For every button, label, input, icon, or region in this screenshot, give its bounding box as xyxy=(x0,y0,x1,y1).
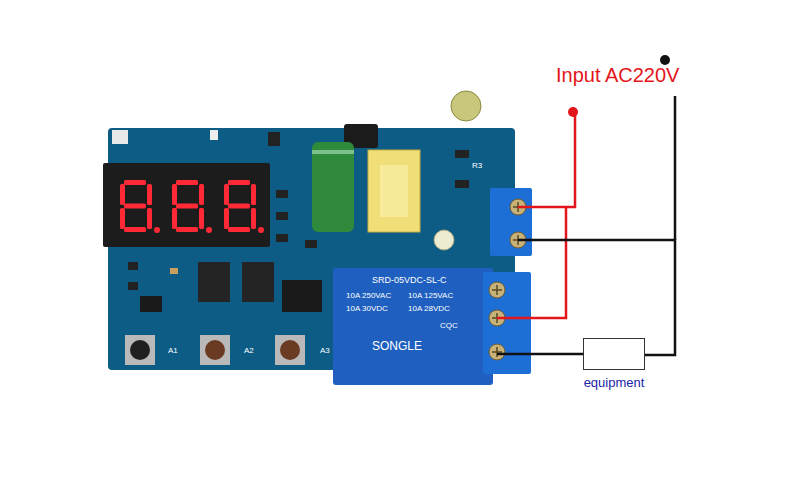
relay-rating: 10A 28VDC xyxy=(408,305,450,314)
seven-segment-display xyxy=(154,227,160,233)
seven-segment-display xyxy=(199,208,204,229)
seven-segment-display xyxy=(251,208,256,229)
power-components xyxy=(312,150,354,154)
equipment-label: equipment xyxy=(584,376,645,390)
seven-segment-display xyxy=(228,204,250,209)
component-ref: R3 xyxy=(472,162,482,171)
pcb-board xyxy=(140,296,162,312)
ic-chip xyxy=(198,262,230,302)
pcb-board xyxy=(128,262,138,270)
neutral-wire xyxy=(497,55,675,355)
power-components xyxy=(312,142,354,232)
button-label: A2 xyxy=(244,347,254,356)
seven-segment-display xyxy=(120,208,125,229)
push-button xyxy=(125,335,155,365)
seven-segment-display xyxy=(124,227,146,232)
power-components xyxy=(368,150,420,232)
cert-mark: CQC xyxy=(440,322,458,331)
pcb-board xyxy=(268,132,280,146)
neutral-wire xyxy=(497,353,583,356)
seven-segment-display xyxy=(228,227,250,232)
seven-segment-display xyxy=(172,184,177,205)
relay-rating: 10A 30VDC xyxy=(346,305,388,314)
terminal-screw xyxy=(489,199,526,360)
pcb-board xyxy=(170,268,178,274)
terminal-screw xyxy=(492,285,502,295)
relay-body xyxy=(333,268,493,385)
live-wire xyxy=(497,107,578,318)
seven-segment-display xyxy=(103,163,270,247)
power-components xyxy=(434,230,454,250)
relay-model: SRD-05VDC-SL-C xyxy=(372,276,447,286)
live-wire xyxy=(518,112,575,207)
seven-segment-display xyxy=(176,180,198,185)
terminal-block xyxy=(483,188,532,374)
seven-segment-display xyxy=(224,184,229,205)
seven-segment-display xyxy=(124,204,146,209)
power-components xyxy=(380,165,408,217)
pcb-board xyxy=(276,234,288,242)
power-components xyxy=(312,91,481,250)
seven-segment-display xyxy=(224,208,229,229)
terminal-screw xyxy=(492,347,502,357)
ic-chip xyxy=(198,262,274,302)
seven-segment-display xyxy=(147,184,152,205)
relay-brand: SONGLE xyxy=(372,340,422,353)
seven-segment-display xyxy=(206,227,212,233)
push-button xyxy=(200,335,230,365)
push-button xyxy=(130,340,150,360)
relay-body xyxy=(333,268,493,385)
terminal-screw xyxy=(489,282,505,298)
terminal-block xyxy=(490,188,532,256)
pcb-board xyxy=(112,130,128,144)
seven-segment-display xyxy=(251,184,256,205)
seven-segment-display xyxy=(176,227,198,232)
equipment-node: equipment xyxy=(582,338,647,390)
supply-label: Input AC220V xyxy=(556,64,679,86)
neutral-wire xyxy=(674,96,677,240)
ic-chip xyxy=(242,262,274,302)
pcb-board xyxy=(305,240,317,248)
push-button xyxy=(125,335,305,365)
seven-segment-display xyxy=(103,163,270,247)
relay-rating: 10A 125VAC xyxy=(408,292,453,301)
push-button xyxy=(205,340,225,360)
pcb-board xyxy=(282,280,322,312)
seven-segment-display xyxy=(258,227,264,233)
terminal-block xyxy=(483,272,531,374)
seven-segment-display xyxy=(176,204,198,209)
pcb-board xyxy=(210,130,218,140)
pcb-board xyxy=(276,190,288,198)
pcb-board xyxy=(455,150,469,158)
seven-segment-display xyxy=(172,208,177,229)
seven-segment-display xyxy=(124,180,146,185)
neutral-wire xyxy=(660,55,670,65)
seven-segment-display xyxy=(120,184,125,205)
equipment-box xyxy=(583,338,645,370)
seven-segment-display xyxy=(228,180,250,185)
pcb-board xyxy=(128,282,138,290)
seven-segment-display xyxy=(199,184,204,205)
seven-segment-display xyxy=(147,208,152,229)
button-label: A1 xyxy=(168,347,178,356)
live-wire xyxy=(568,107,578,117)
live-wire xyxy=(497,207,566,318)
pcb-board xyxy=(276,212,288,220)
button-label: A3 xyxy=(320,347,330,356)
power-components xyxy=(451,91,481,121)
push-button xyxy=(280,340,300,360)
push-button xyxy=(275,335,305,365)
pcb-board xyxy=(455,180,469,188)
terminal-screw xyxy=(489,344,505,360)
relay-rating: 10A 250VAC xyxy=(346,292,391,301)
